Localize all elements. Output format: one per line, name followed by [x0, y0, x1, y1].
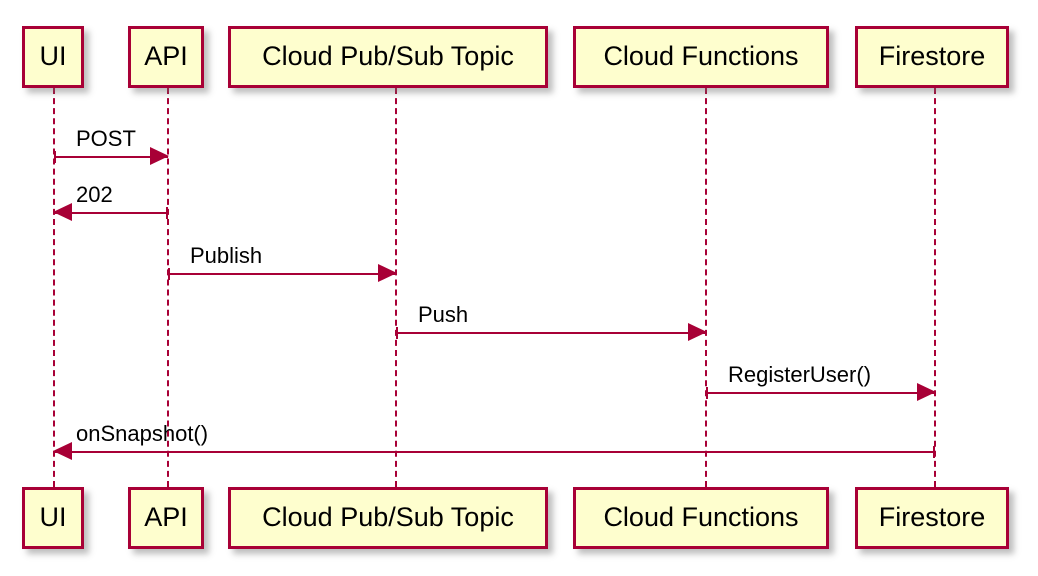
participant-footer-pubsub[interactable]: Cloud Pub/Sub Topic — [228, 487, 548, 549]
lifeline-pubsub — [395, 88, 397, 487]
participant-label: Cloud Functions — [603, 40, 799, 71]
participant-header-firestore[interactable]: Firestore — [855, 26, 1009, 88]
participant-header-api[interactable]: API — [128, 26, 204, 88]
message-label: 202 — [76, 182, 113, 207]
participant-label: Firestore — [878, 501, 986, 532]
participant-label: Cloud Pub/Sub Topic — [262, 501, 514, 532]
message-label: onSnapshot() — [76, 421, 209, 446]
arrow-shaft — [396, 332, 706, 334]
participant-header-ui[interactable]: UI — [22, 26, 84, 88]
arrow-head-icon — [688, 323, 707, 341]
participant-label: Cloud Functions — [603, 501, 799, 532]
lifeline-firestore — [934, 88, 936, 487]
arrow-head-icon — [53, 442, 72, 460]
participant-footer-firestore[interactable]: Firestore — [855, 487, 1009, 549]
participant-footer-api[interactable]: API — [128, 487, 204, 549]
message-label: Publish — [190, 243, 263, 268]
arrow-shaft — [168, 273, 396, 275]
participant-footer-ui[interactable]: UI — [22, 487, 84, 549]
lifeline-ui — [53, 88, 55, 487]
arrow-tail — [933, 446, 935, 458]
arrow-tail — [54, 151, 56, 163]
arrow-shaft — [54, 212, 168, 214]
participant-label: API — [144, 40, 188, 71]
arrow-tail — [168, 268, 170, 280]
arrow-head-icon — [53, 203, 72, 221]
message-label: POST — [76, 126, 136, 151]
arrow-tail — [706, 387, 708, 399]
lifeline-functions — [705, 88, 707, 487]
arrow-shaft — [706, 392, 935, 394]
arrow-head-icon — [378, 264, 397, 282]
arrow-shaft — [54, 451, 935, 453]
participant-label: UI — [39, 40, 67, 71]
participant-footer-functions[interactable]: Cloud Functions — [573, 487, 829, 549]
participant-header-pubsub[interactable]: Cloud Pub/Sub Topic — [228, 26, 548, 88]
participant-label: Firestore — [878, 40, 986, 71]
arrow-head-icon — [917, 383, 936, 401]
arrow-shaft — [54, 156, 168, 158]
message-label: Push — [418, 302, 469, 327]
participant-label: Cloud Pub/Sub Topic — [262, 40, 514, 71]
lifeline-api — [167, 88, 169, 487]
participant-header-functions[interactable]: Cloud Functions — [573, 26, 829, 88]
participant-label: API — [144, 501, 188, 532]
participant-label: UI — [39, 501, 67, 532]
message-label: RegisterUser() — [728, 362, 872, 387]
arrow-tail — [396, 327, 398, 339]
arrow-head-icon — [150, 147, 169, 165]
arrow-tail — [166, 207, 168, 219]
